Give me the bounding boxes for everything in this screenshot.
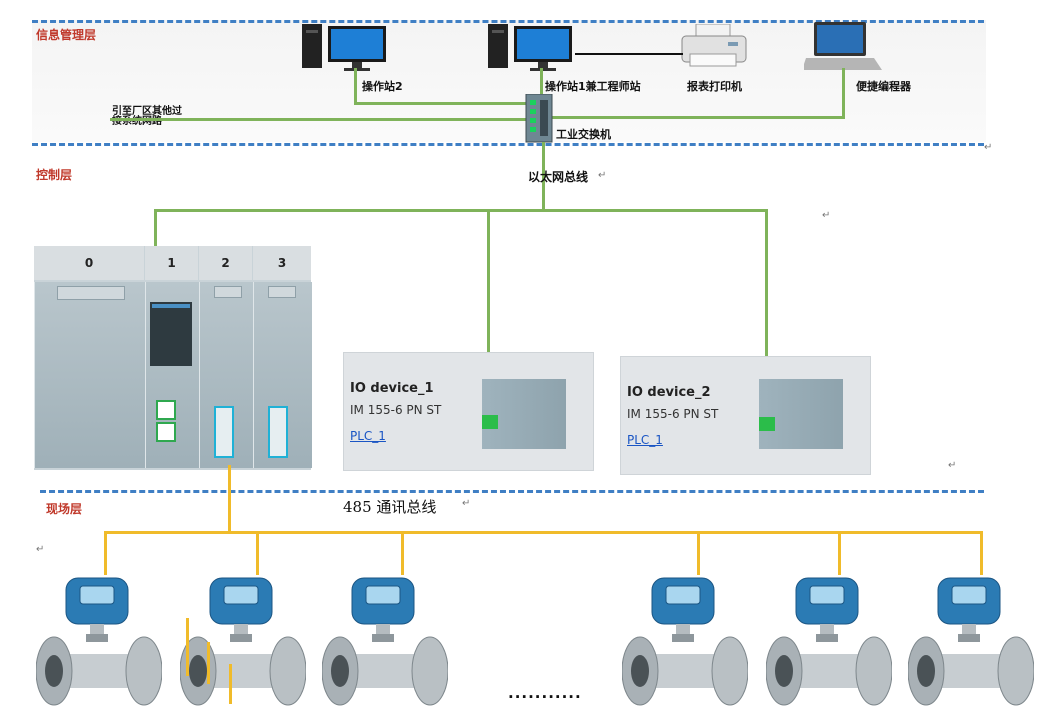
rs485-drop-meter-3 — [401, 531, 404, 575]
io-device-1-name: IO device_1 — [350, 381, 434, 396]
station2-drop — [354, 68, 357, 104]
rs485-drop-meter-5 — [838, 531, 841, 575]
return-mark: ↵ — [598, 170, 607, 181]
power-module — [34, 282, 145, 468]
rs485-bus-label: 485 通讯总线 — [343, 498, 437, 516]
info-layer-bottom-divider — [32, 143, 984, 146]
layer-label-info: 信息管理层 — [36, 28, 97, 42]
workstation-2-icon — [302, 24, 386, 71]
external-link-label: 引至厂区其他过 接系统网路 — [112, 106, 182, 127]
io-device-2: IO device_2 IM 155-6 PN ST PLC_1 — [620, 356, 871, 475]
return-mark: ↵ — [984, 142, 993, 153]
io-device-2-plc-link[interactable]: PLC_1 — [627, 433, 663, 447]
rack-slot-2: 2 — [199, 246, 252, 280]
flowmeter-4 — [621, 574, 749, 714]
return-mark: ↵ — [462, 498, 471, 509]
more-devices-ellipsis: ........... — [508, 684, 582, 702]
field-layer-divider — [40, 490, 984, 493]
workstation-2-label: 操作站2 — [362, 80, 403, 93]
station1-drop — [540, 68, 543, 102]
flowmeter-2 — [179, 574, 307, 714]
layer-label-field: 现场层 — [46, 502, 83, 516]
ethernet-bus-label: 以太网总线 — [528, 170, 589, 184]
ethernet-drop-io2 — [765, 209, 768, 417]
flowmeter-icon — [321, 577, 449, 706]
flowmeter-icon — [35, 577, 163, 706]
rack-slot-3: 3 — [253, 246, 311, 280]
rs485-wire-mark-3 — [229, 664, 232, 704]
flowmeter-3 — [321, 574, 449, 714]
rs485-wire-mark-2 — [207, 642, 210, 684]
info-layer-top-divider — [32, 20, 984, 23]
rs485-drop-meter-6 — [980, 531, 983, 575]
io-device-2-port — [759, 417, 775, 431]
rs485-drop-meter-4 — [697, 531, 700, 575]
rack-slot-0: 0 — [34, 246, 144, 280]
cpu-module — [145, 282, 199, 468]
switch-label: 工业交换机 — [556, 128, 611, 141]
ethernet-bus — [154, 209, 768, 212]
laptop-label: 便捷编程器 — [856, 80, 911, 93]
comm-module-3 — [253, 282, 312, 468]
layer-label-control: 控制层 — [36, 168, 73, 182]
flowmeter-icon — [765, 577, 893, 706]
flowmeter-icon — [621, 577, 749, 706]
flowmeter-icon — [907, 577, 1035, 706]
printer-link — [575, 53, 683, 55]
io-device-1-plc-link[interactable]: PLC_1 — [350, 429, 386, 443]
plc-rack: 0 1 2 3 — [34, 246, 312, 470]
ethernet-drop-io1 — [487, 209, 490, 415]
laptop-icon — [804, 22, 882, 70]
comm-module-2 — [199, 282, 253, 468]
rs485-wire-mark-1 — [186, 618, 189, 676]
io-device-1-modules — [482, 379, 566, 449]
return-mark: ↵ — [822, 210, 831, 221]
flowmeter-1 — [35, 574, 163, 714]
flowmeter-5 — [765, 574, 893, 714]
rs485-drop-plc — [228, 465, 231, 533]
io-device-1-port — [482, 415, 498, 429]
rack-slot-1: 1 — [145, 246, 198, 280]
rs485-drop-meter-2 — [256, 531, 259, 575]
io-device-2-modules — [759, 379, 843, 449]
flowmeter-6 — [907, 574, 1035, 714]
laptop-drop — [842, 68, 845, 118]
return-mark: ↵ — [948, 460, 957, 471]
printer-label: 报表打印机 — [687, 80, 742, 93]
rs485-bus — [104, 531, 982, 534]
switch-to-ethernet — [542, 142, 545, 212]
io-device-1: IO device_1 IM 155-6 PN ST PLC_1 — [343, 352, 594, 471]
io-device-2-type: IM 155-6 PN ST — [627, 407, 719, 421]
io-device-2-name: IO device_2 — [627, 385, 711, 400]
external-bus — [110, 118, 530, 121]
workstation-1-icon — [488, 24, 572, 71]
laptop-bus — [552, 116, 845, 119]
printer-icon — [681, 24, 747, 67]
return-mark: ↵ — [36, 544, 45, 555]
industrial-switch-icon — [525, 94, 553, 143]
io-device-1-type: IM 155-6 PN ST — [350, 403, 442, 417]
workstation-1-label: 操作站1兼工程师站 — [545, 80, 641, 93]
rs485-drop-meter-1 — [104, 531, 107, 575]
info-bus — [354, 102, 534, 105]
flowmeter-icon — [179, 577, 307, 706]
